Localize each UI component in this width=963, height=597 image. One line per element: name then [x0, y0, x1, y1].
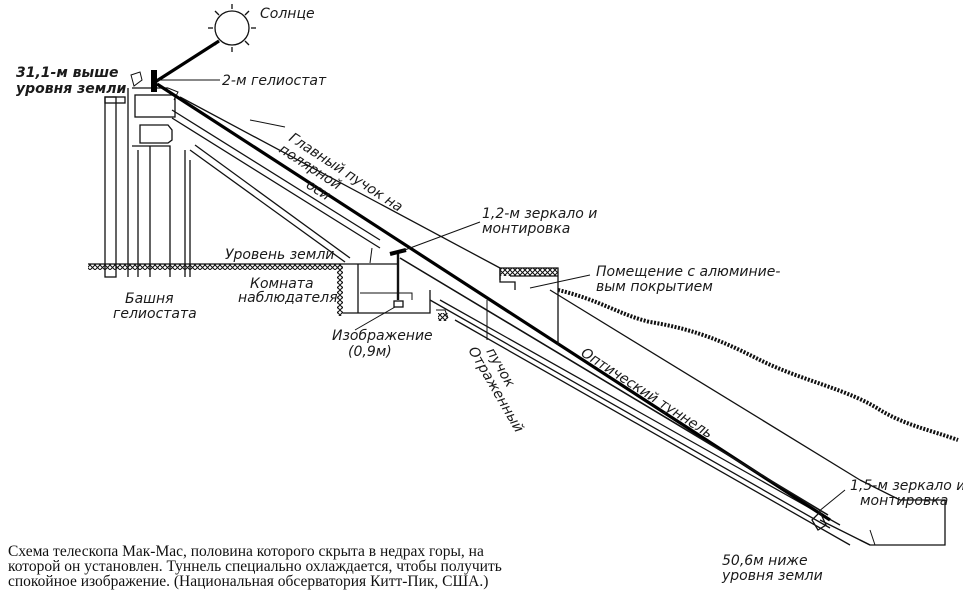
reflected-beam	[399, 257, 829, 516]
svg-text:Оптический туннель: Оптический туннель	[578, 345, 716, 442]
sunlight-ray	[154, 39, 220, 84]
observer-room	[337, 247, 449, 321]
label-observer-room-1: Комната	[250, 276, 314, 292]
label-depth-1: 50,6м ниже	[722, 553, 808, 569]
mirror-15m	[811, 510, 827, 531]
label-tower-2: гелиостата	[113, 306, 197, 322]
label-mirror-12m-1: 1,2-м зеркало и	[482, 206, 597, 222]
label-mirror-15m-1: 1,5-м зеркало и	[850, 478, 963, 494]
label-observer-room-2: наблюдателя	[238, 290, 338, 306]
mountain-surface	[557, 288, 959, 442]
label-height-above-1: 31,1-м выше	[16, 65, 119, 81]
label-heliostat: 2-м гелиостат	[222, 73, 327, 89]
tunnel-walls	[171, 96, 946, 546]
caption-line-3: спокойное изображение. (Национальная обс…	[8, 573, 488, 590]
label-height-above-2: уровня земли	[16, 81, 126, 97]
label-sun: Солнце	[260, 6, 315, 22]
heliostat-mirror	[151, 70, 157, 92]
ground-line	[88, 263, 343, 270]
label-aluminum-room-1: Помещение с алюминие-	[596, 264, 780, 280]
label-image-2: (0,9м)	[348, 344, 392, 360]
label-mirror-15m-2: монтировка	[860, 493, 948, 509]
leader-lines	[157, 79, 876, 546]
label-main-beam: Главный пучок на полярной оси	[276, 130, 405, 215]
label-image-1: Изображение	[332, 328, 433, 344]
aluminum-room	[499, 267, 559, 345]
label-tower-1: Башня	[125, 291, 174, 307]
label-optical-tunnel: Оптический туннель	[578, 345, 716, 442]
label-mirror-12m-2: монтировка	[482, 221, 570, 237]
label-ground-level: Уровень земли	[225, 247, 334, 263]
heliostat-tower	[104, 87, 191, 278]
heliostat-mount	[130, 71, 143, 87]
label-depth-2: уровня земли	[721, 568, 823, 584]
caption-line-2: которой он установлен. Туннель специальн…	[8, 558, 502, 575]
label-reflected-beam: Отраженный пучок	[465, 344, 527, 435]
caption-line-1: Схема телескопа Мак-Мас, половина которо…	[8, 543, 484, 560]
sun-icon	[208, 4, 256, 52]
label-aluminum-room-2: вым покрытием	[596, 279, 713, 295]
main-beam	[156, 82, 831, 522]
